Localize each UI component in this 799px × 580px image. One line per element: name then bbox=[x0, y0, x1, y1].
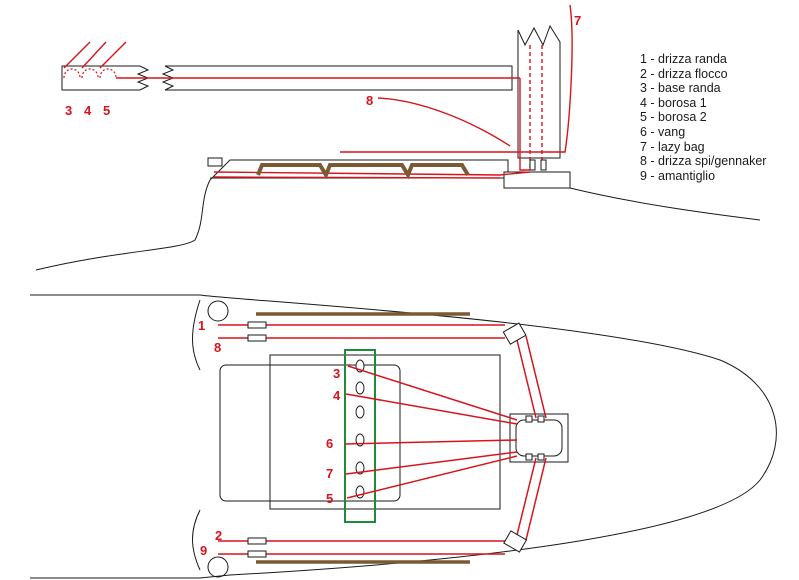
deck-profile bbox=[35, 159, 509, 271]
port-label-1: 1 bbox=[198, 318, 205, 333]
lazy-bag-line bbox=[340, 4, 573, 153]
legend-item: 3 - base randa bbox=[640, 81, 721, 96]
mast-foot-blocks bbox=[529, 159, 547, 171]
clutch-label-3: 3 bbox=[333, 366, 340, 381]
top-rails bbox=[256, 312, 470, 564]
spi-halyard-line bbox=[377, 97, 511, 147]
reef-line-ends bbox=[63, 4, 573, 179]
boom-line-label-8: 8 bbox=[366, 93, 373, 108]
top-view bbox=[30, 294, 777, 579]
mast bbox=[517, 24, 561, 159]
cabin-border bbox=[269, 354, 501, 510]
winch-stbd bbox=[207, 556, 229, 578]
mast-label-7: 7 bbox=[574, 13, 581, 28]
top-lines bbox=[218, 324, 547, 555]
line-7 bbox=[345, 451, 518, 475]
transom-port bbox=[192, 299, 201, 371]
hull-outline bbox=[30, 294, 777, 579]
legend-item: 9 - amantiglio bbox=[640, 168, 716, 183]
clutch-label-4: 4 bbox=[333, 388, 341, 403]
legend-item: 8 - drizza spi/gennaker bbox=[640, 154, 767, 169]
line-4 bbox=[345, 393, 518, 425]
stbd-label-2: 2 bbox=[215, 528, 222, 543]
clutch-label-5: 5 bbox=[326, 491, 333, 506]
legend-item: 5 - borosa 2 bbox=[640, 110, 707, 125]
reef-line-loops bbox=[63, 68, 117, 79]
mast-section bbox=[515, 419, 563, 457]
boom-label-5: 5 bbox=[103, 103, 110, 118]
boom-label-4: 4 bbox=[84, 103, 92, 118]
line-3 bbox=[347, 365, 518, 421]
boom-label-3: 3 bbox=[65, 103, 72, 118]
line-5 bbox=[346, 455, 518, 499]
clutch-label-7: 7 bbox=[326, 466, 333, 481]
clutch-bank bbox=[344, 349, 376, 523]
mast-base bbox=[509, 413, 569, 463]
winch-port bbox=[207, 300, 229, 322]
boom bbox=[61, 65, 150, 91]
line-6 bbox=[344, 439, 518, 445]
port-label-8: 8 bbox=[214, 340, 221, 355]
stbd-label-9: 9 bbox=[200, 543, 207, 558]
rail bbox=[256, 163, 470, 180]
deck-block bbox=[207, 157, 223, 167]
blocks bbox=[247, 321, 545, 558]
hull-upper bbox=[569, 187, 761, 221]
clutches bbox=[355, 359, 365, 499]
legend-item: 2 - drizza flocco bbox=[640, 66, 728, 81]
legend-item: 7 - lazy bag bbox=[640, 139, 705, 154]
transom-stbd bbox=[192, 509, 201, 571]
legend: 1 - drizza randa 2 - drizza flocco 3 - b… bbox=[640, 52, 766, 183]
mast-step bbox=[503, 171, 571, 189]
legend-item: 6 - vang bbox=[640, 124, 686, 139]
clutch-label-6: 6 bbox=[326, 436, 333, 451]
cabin-top bbox=[219, 364, 401, 502]
legend-item: 4 - borosa 1 bbox=[640, 95, 707, 110]
legend-item: 1 - drizza randa bbox=[640, 52, 727, 66]
